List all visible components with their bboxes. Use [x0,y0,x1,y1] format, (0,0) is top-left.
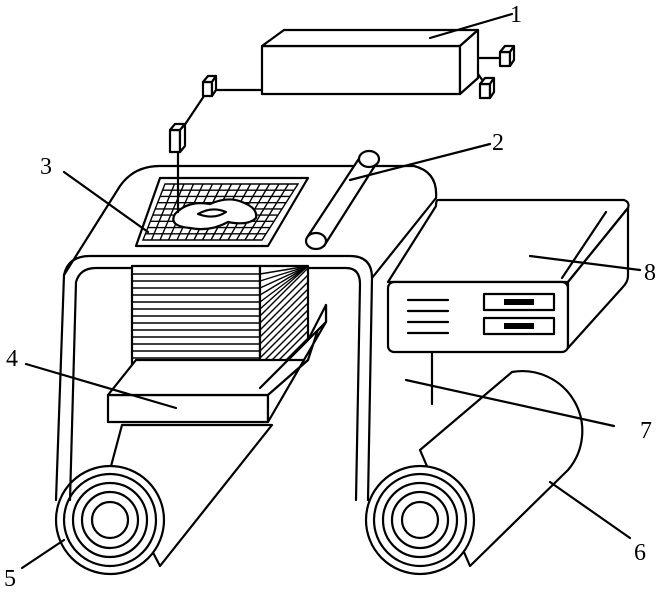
right-roll [364,370,584,576]
grid-frame [134,176,310,248]
source-box [260,28,480,96]
control-unit [386,198,630,406]
hatch-line [259,265,309,289]
hatch-line [259,265,309,310]
sensor-d [478,76,496,100]
indicator-lines [406,298,450,335]
display-slot-top [482,292,556,312]
hatch-line [259,281,309,331]
specimen [172,198,258,231]
label-6: 6 [634,540,646,566]
sensor-connectors [168,44,516,214]
hatch-line [159,183,185,241]
display-slot-bottom [482,316,556,336]
hatch-line [259,316,309,366]
sensor-a [201,74,218,98]
sensor-b [168,122,187,154]
sensor-c [498,44,516,68]
base-block [106,303,328,424]
hatch-line [259,295,309,345]
hatch-line [259,309,309,359]
label-4: 4 [6,346,18,372]
hatch-line [259,265,309,303]
hatch-line [252,183,290,241]
hatch-line [259,288,309,338]
label-3: 3 [40,154,52,180]
hatch-line [259,265,309,296]
hatch-line [150,183,176,241]
hatch-line [259,267,309,317]
label-7: 7 [640,418,652,444]
hatch-line [259,274,309,324]
label-1: 1 [510,2,522,28]
label-5: 5 [4,566,16,592]
left-roll [54,423,274,576]
hatch-line [259,265,309,282]
label-8: 8 [644,260,656,286]
hatch-line [259,302,309,352]
hatch-line [244,183,280,241]
label-2: 2 [492,130,504,156]
leader-lines [20,12,642,570]
hatch-line [259,265,309,275]
part-labels: 1 2 3 4 5 6 7 8 [4,2,656,592]
